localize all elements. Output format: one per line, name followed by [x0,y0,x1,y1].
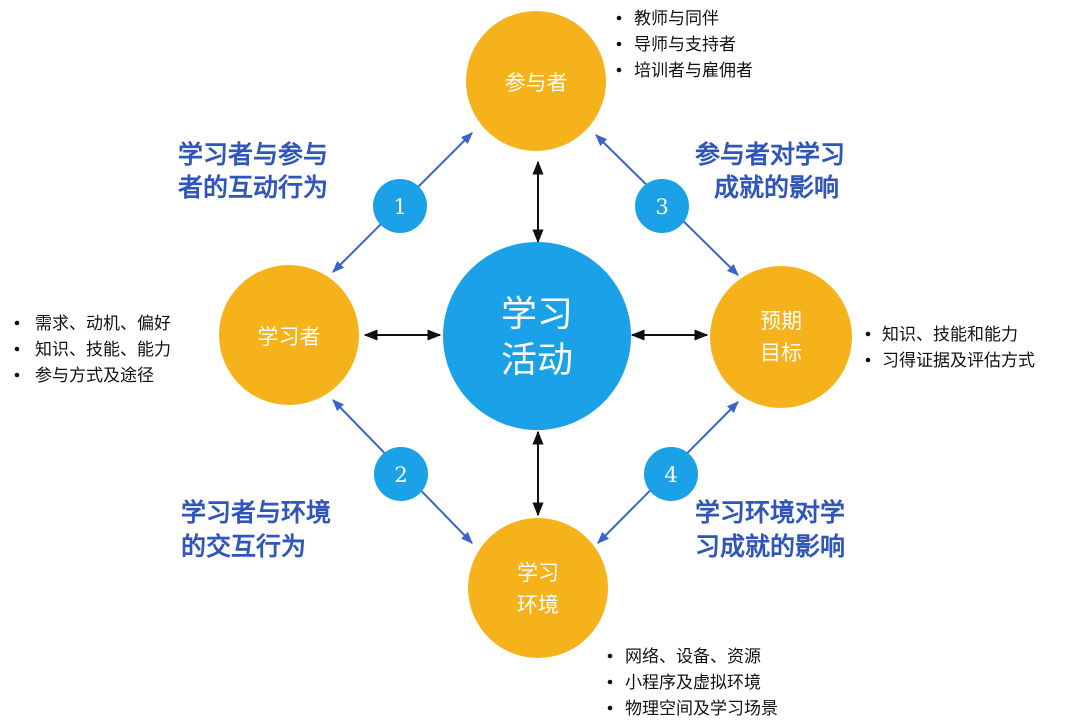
center-label-line1: 学习 [501,294,573,335]
bullet-dot [607,679,613,685]
node-goals-label-line1: 预期 [760,309,802,333]
node-participants-label: 参与者 [505,71,568,95]
bullet-dot [607,705,613,711]
relation-label-2: 学习者与环境 的交互行为 [181,498,331,561]
relation-2-line1: 学习者与环境 [181,498,331,527]
relation-1-line2: 者的互动行为 [178,173,328,202]
node-goals-label-line2: 目标 [760,341,802,365]
badge-4-circle [644,447,698,501]
badge-1: 1 [373,179,427,233]
participants-bullet-2: 导师与支持者 [634,35,736,55]
badge-4: 4 [644,447,698,501]
badge-1-circle [373,179,427,233]
bullet-dot [14,320,20,326]
node-goals: 预期 目标 [710,266,852,408]
bullet-dot [865,331,871,337]
node-learner-circle [219,265,359,405]
bullet-dot [14,346,20,352]
bullet-dot [616,41,622,47]
badge-3-circle [635,179,689,233]
relation-2-line2: 的交互行为 [181,532,306,561]
relation-4-line1: 学习环境对学 [695,498,845,527]
relation-1-line1: 学习者与参与 [178,140,328,169]
node-learner: 学习者 [219,265,359,405]
relation-3-line2: 成就的影响 [714,173,839,202]
bullet-list-environment: 网络、设备、资源 小程序及虚拟环境 物理空间及学习场景 [607,647,778,719]
bullet-dot [616,15,622,21]
learner-bullet-1: 需求、动机、偏好 [35,314,171,334]
learner-bullet-2: 知识、技能、能力 [35,340,171,360]
relation-4-line2: 习成就的影响 [695,532,845,561]
node-learner-label: 学习者 [258,325,321,349]
relation-label-4: 学习环境对学 习成就的影响 [695,498,845,561]
badge-3-number: 3 [655,195,668,219]
relation-3-line1: 参与者对学习 [695,140,845,169]
bullet-list-goals: 知识、技能和能力 习得证据及评估方式 [865,325,1035,371]
center-label-line2: 活动 [501,340,573,381]
goals-bullet-1: 知识、技能和能力 [882,325,1018,345]
learner-bullet-3: 参与方式及途径 [35,366,154,386]
badge-4-number: 4 [664,463,677,487]
relation-label-3: 参与者对学习 成就的影响 [695,140,845,202]
node-environment-label-line2: 环境 [517,593,559,617]
node-goals-circle [710,266,852,408]
participants-bullet-3: 培训者与雇佣者 [634,61,753,81]
node-participants: 参与者 [466,11,606,151]
node-environment-circle [468,518,608,658]
center-node-circle [443,242,631,430]
bullet-list-participants: 教师与同伴 导师与支持者 培训者与雇佣者 [616,9,753,81]
center-node: 学习 活动 [443,242,631,430]
goals-bullet-2: 习得证据及评估方式 [882,351,1035,371]
node-environment: 学习 环境 [468,518,608,658]
badge-1-number: 1 [393,195,406,219]
node-environment-label-line1: 学习 [517,561,559,585]
node-participants-circle [466,11,606,151]
participants-bullet-1: 教师与同伴 [634,9,719,29]
relation-label-1: 学习者与参与 者的互动行为 [178,140,328,202]
bullet-dot [607,653,613,659]
bullet-dot [616,67,622,73]
bullet-dot [14,372,20,378]
badge-3: 3 [635,179,689,233]
environment-bullet-1: 网络、设备、资源 [625,647,761,667]
bullet-list-learner: 需求、动机、偏好 知识、技能、能力 参与方式及途径 [14,314,171,386]
badge-2-number: 2 [394,463,407,487]
bullet-dot [865,357,871,363]
environment-bullet-2: 小程序及虚拟环境 [625,673,761,693]
environment-bullet-3: 物理空间及学习场景 [625,699,778,719]
badge-2: 2 [374,447,428,501]
badge-2-circle [374,447,428,501]
